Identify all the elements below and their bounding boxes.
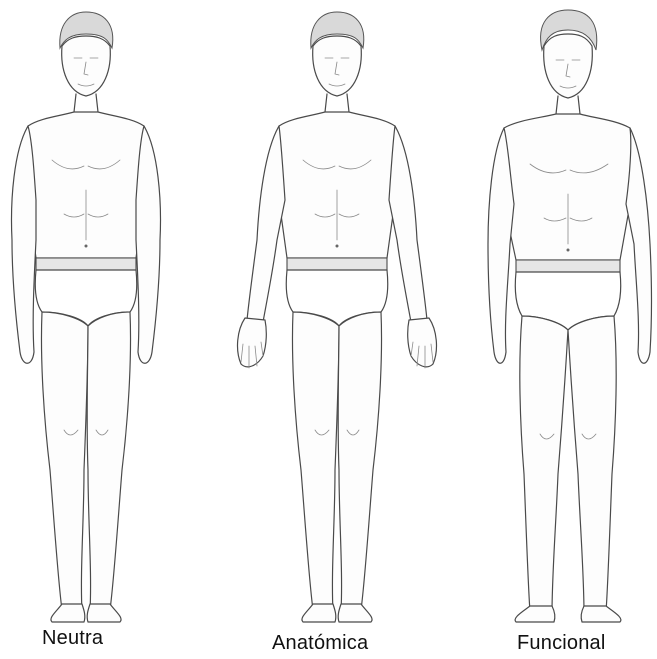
functional-position-illustration xyxy=(438,0,657,625)
figure-anatomica xyxy=(219,0,438,659)
figure-funcional xyxy=(438,0,657,659)
caption-neutra: Neutra xyxy=(42,627,103,650)
neutral-position-illustration xyxy=(0,0,219,625)
anatomical-position-illustration xyxy=(219,0,438,625)
caption-anatomica: Anatómica xyxy=(272,632,368,655)
caption-funcional: Funcional xyxy=(517,632,606,655)
figure-neutra xyxy=(0,0,219,659)
